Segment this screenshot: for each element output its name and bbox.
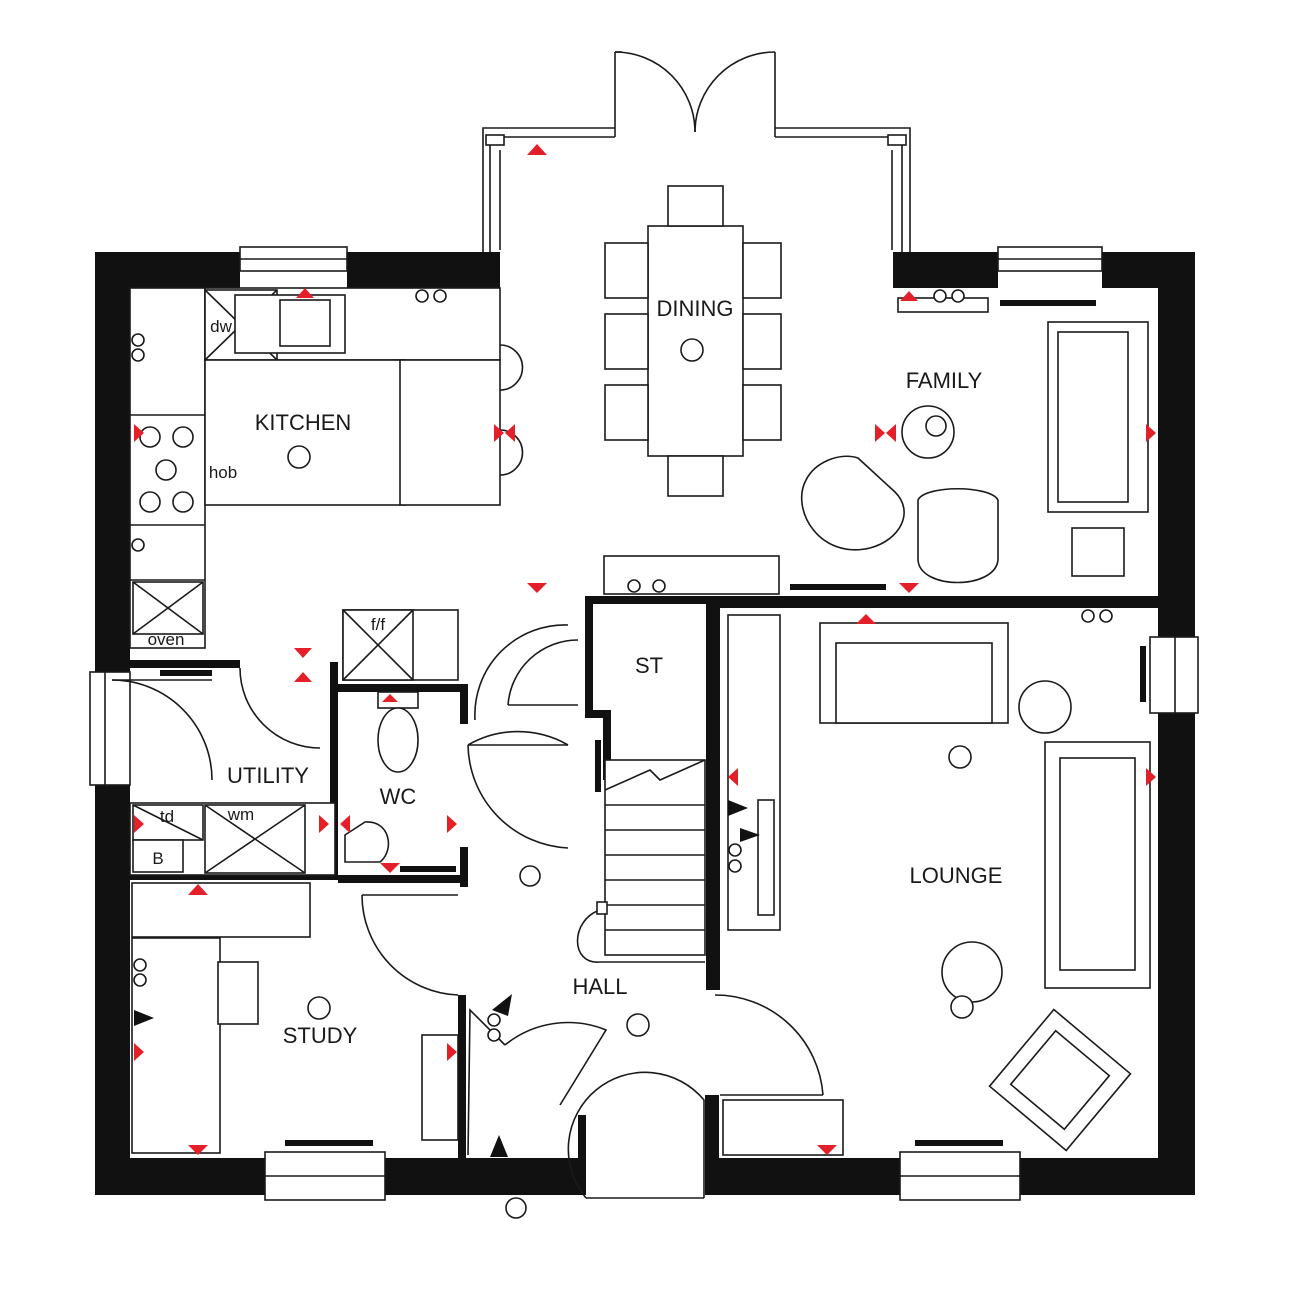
utility-wc-fittings <box>89 609 601 876</box>
stairs <box>576 759 706 963</box>
lounge-label: LOUNGE <box>910 863 1003 888</box>
washing-machine-label: wm <box>227 805 254 824</box>
tumble-dryer-label: td <box>160 807 174 826</box>
dining-fittings <box>603 185 782 595</box>
boiler-label: B <box>152 849 163 868</box>
study-label: STUDY <box>283 1023 358 1048</box>
hall-label: HALL <box>572 974 627 999</box>
room-labels: KITCHEN DINING FAMILY UTILITY WC ST LOUN… <box>227 296 1002 1048</box>
st-label: ST <box>635 653 663 678</box>
dining-bay-walls <box>482 51 911 252</box>
hob-label: hob <box>209 463 237 482</box>
family-fittings <box>790 289 1149 590</box>
appliance-labels: dw hob oven f/f td wm B <box>148 317 386 868</box>
windows <box>239 246 1199 1201</box>
dishwasher-label: dw <box>210 317 232 336</box>
utility-label: UTILITY <box>227 763 309 788</box>
hall-fittings <box>361 865 705 1219</box>
study-fittings <box>131 882 459 1154</box>
electrical-markers <box>134 144 1156 1157</box>
fridge-freezer-label: f/f <box>371 615 385 634</box>
kitchen-label: KITCHEN <box>255 410 352 435</box>
family-label: FAMILY <box>906 368 983 393</box>
interior-walls <box>130 596 1158 1195</box>
wc-label: WC <box>380 784 417 809</box>
outer-walls <box>95 252 1195 1195</box>
dining-label: DINING <box>657 296 734 321</box>
oven-label: oven <box>148 630 185 649</box>
kitchen-fittings <box>129 287 524 649</box>
lounge-fittings <box>714 609 1151 1156</box>
